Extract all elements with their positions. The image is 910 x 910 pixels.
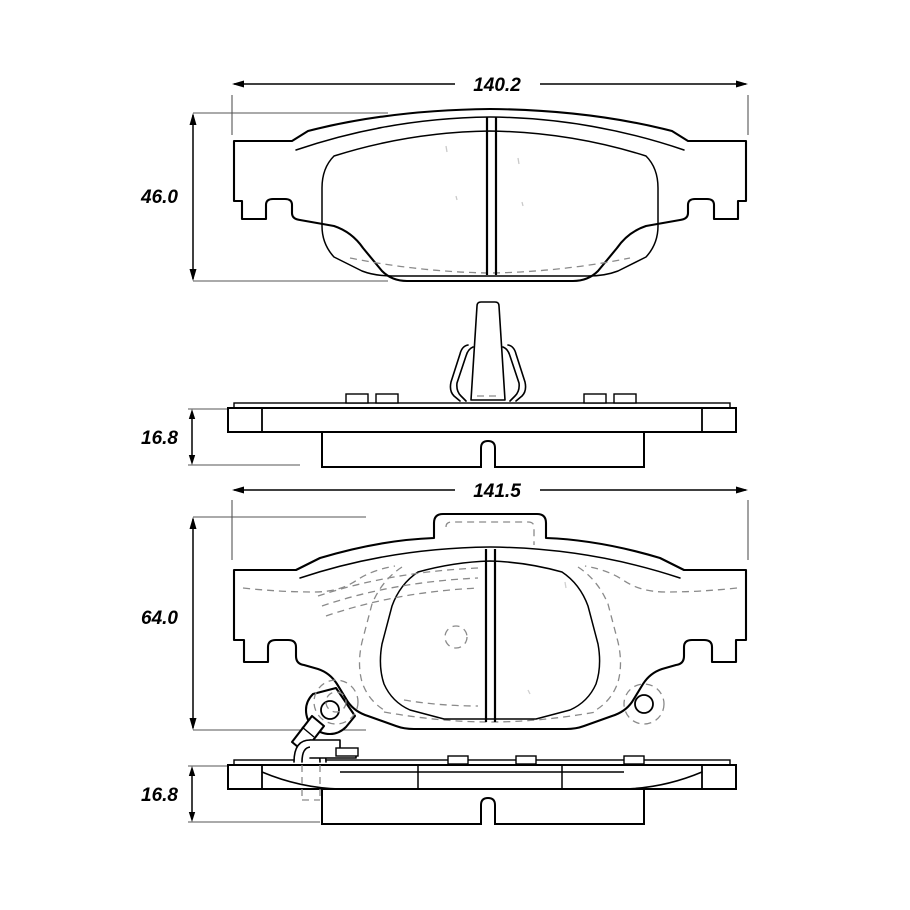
top-pad-surface-marks	[445, 145, 524, 207]
view-bottom-pad: 141.5 64.0	[141, 481, 749, 754]
sensor-clip-pad	[335, 747, 359, 757]
top-pad-center-slot	[485, 117, 498, 275]
bottom-pad-chamfer-line-3	[325, 587, 479, 617]
bottom-pad-chamfer-line-1	[317, 567, 479, 597]
top-side-friction-block	[321, 431, 645, 468]
clip-right-arm	[507, 344, 527, 402]
bottom-pad-hidden-hole	[444, 625, 468, 649]
clip-left-arm	[449, 344, 469, 402]
dim-140-2: 140.2	[232, 75, 748, 96]
view-clip	[449, 301, 527, 402]
wear-sensor-tang-line	[301, 726, 315, 738]
right-mount-hole	[634, 694, 654, 714]
top-side-tab-1	[345, 393, 369, 404]
bottom-pad-friction-top-arc	[299, 546, 681, 579]
bottom-side-tab-3	[623, 755, 645, 765]
top-side-tab-3	[583, 393, 607, 404]
dim-label-16-8-lower: 16.8	[141, 785, 178, 806]
hidden-sensor-eyelet-left	[313, 679, 359, 725]
bottom-pad-hidden-left-contour	[242, 565, 396, 593]
dim-46-0: 46.0	[140, 113, 197, 281]
bottom-side-tab-2	[515, 755, 537, 765]
top-side-tab-2	[375, 393, 399, 404]
bottom-pad-hidden-right-flank	[577, 566, 622, 711]
dim-label-140-2: 140.2	[473, 75, 521, 96]
bottom-side-friction-block	[321, 788, 645, 825]
dim-64-0: 64.0	[141, 517, 197, 730]
dim-label-141-5: 141.5	[473, 481, 521, 502]
clip-center-blade	[470, 301, 506, 401]
bottom-side-tab-1	[447, 755, 469, 765]
bottom-pad-backing-plate	[232, 512, 748, 731]
clip-right-arm-inner	[502, 346, 520, 402]
bottom-pad-chamfer-line-2	[321, 577, 479, 607]
right-mount-hole-hidden	[623, 683, 665, 725]
dim-label-64-0: 64.0	[141, 608, 178, 629]
view-top-pad: 140.2 46.0	[140, 75, 749, 283]
top-pad-friction-outline	[321, 130, 659, 277]
dim-label-16-8-upper: 16.8	[141, 428, 178, 449]
dim-141-5: 141.5	[232, 481, 748, 502]
dim-16-8-lower: 16.8	[141, 765, 320, 823]
top-pad-friction-top-edge	[295, 116, 685, 151]
top-side-tab-4	[613, 393, 637, 404]
dim-label-46-0: 46.0	[140, 187, 178, 208]
top-pad-backing-plate	[232, 107, 748, 283]
bottom-pad-lower-dash-line	[403, 699, 479, 707]
bottom-pad-surface-marks	[527, 581, 567, 695]
bottom-pad-friction-outline	[379, 560, 601, 720]
bottom-pad-center-slot	[484, 549, 497, 722]
bottom-pad-right-hole	[634, 694, 654, 714]
bottom-pad-hidden-backing-outline	[445, 521, 535, 545]
bottom-pad-hidden-left-flank	[358, 566, 403, 711]
bottom-pad-hidden-right-contour	[584, 565, 738, 593]
wear-sensor-hole	[320, 700, 340, 720]
bottom-side-sensor-clip	[293, 739, 359, 801]
clip-left-arm-inner	[456, 346, 474, 402]
view-top-side: 16.8	[141, 393, 737, 468]
view-bottom-side: 16.8	[141, 739, 737, 825]
top-side-backing-plate	[227, 407, 737, 433]
